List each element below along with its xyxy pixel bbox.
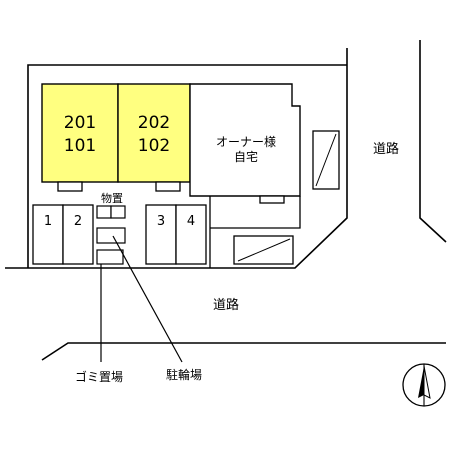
parking-space-2 bbox=[62, 204, 94, 265]
unit-left-step bbox=[57, 181, 83, 192]
storage-box-right bbox=[110, 205, 126, 219]
storage-box-left bbox=[96, 205, 112, 219]
parking-label-1: 1 bbox=[44, 214, 52, 229]
unit-201-101 bbox=[41, 83, 119, 183]
lot-boundary bbox=[5, 48, 348, 269]
parking-label-2: 2 bbox=[74, 214, 82, 229]
road-bottom-label: 道路 bbox=[213, 297, 239, 313]
owner-label-line1: オーナー様 bbox=[216, 135, 276, 149]
north-arrow-icon bbox=[402, 363, 446, 407]
unit-202-102 bbox=[117, 83, 191, 183]
garbage-label: ゴミ置場 bbox=[75, 369, 123, 384]
unit-102-label: 102 bbox=[138, 136, 170, 156]
owner-label-line2: 自宅 bbox=[234, 149, 258, 164]
bicycle-parking bbox=[96, 227, 126, 244]
unit-right-step bbox=[155, 181, 181, 192]
storage-label: 物置 bbox=[101, 191, 123, 205]
unit-202-label: 202 bbox=[138, 113, 170, 133]
parking-space-1 bbox=[32, 204, 64, 265]
parking-label-3: 3 bbox=[157, 214, 165, 229]
bicycle-label: 駐輪場 bbox=[166, 367, 202, 382]
garbage-area bbox=[96, 249, 124, 265]
unit-201-label: 201 bbox=[64, 113, 96, 133]
bottom-road-edge bbox=[41, 342, 446, 361]
owner-residence bbox=[189, 83, 301, 197]
owner-step bbox=[259, 195, 285, 204]
bicycle-leader bbox=[112, 235, 183, 363]
parking-space-3 bbox=[145, 204, 177, 265]
parking-space-4 bbox=[175, 204, 207, 265]
parking-label-4: 4 bbox=[187, 214, 195, 229]
unit-101-label: 101 bbox=[64, 136, 96, 156]
road-right-label: 道路 bbox=[373, 141, 399, 157]
right-road-edge bbox=[419, 40, 447, 243]
owner-lot-line-2 bbox=[210, 196, 301, 229]
